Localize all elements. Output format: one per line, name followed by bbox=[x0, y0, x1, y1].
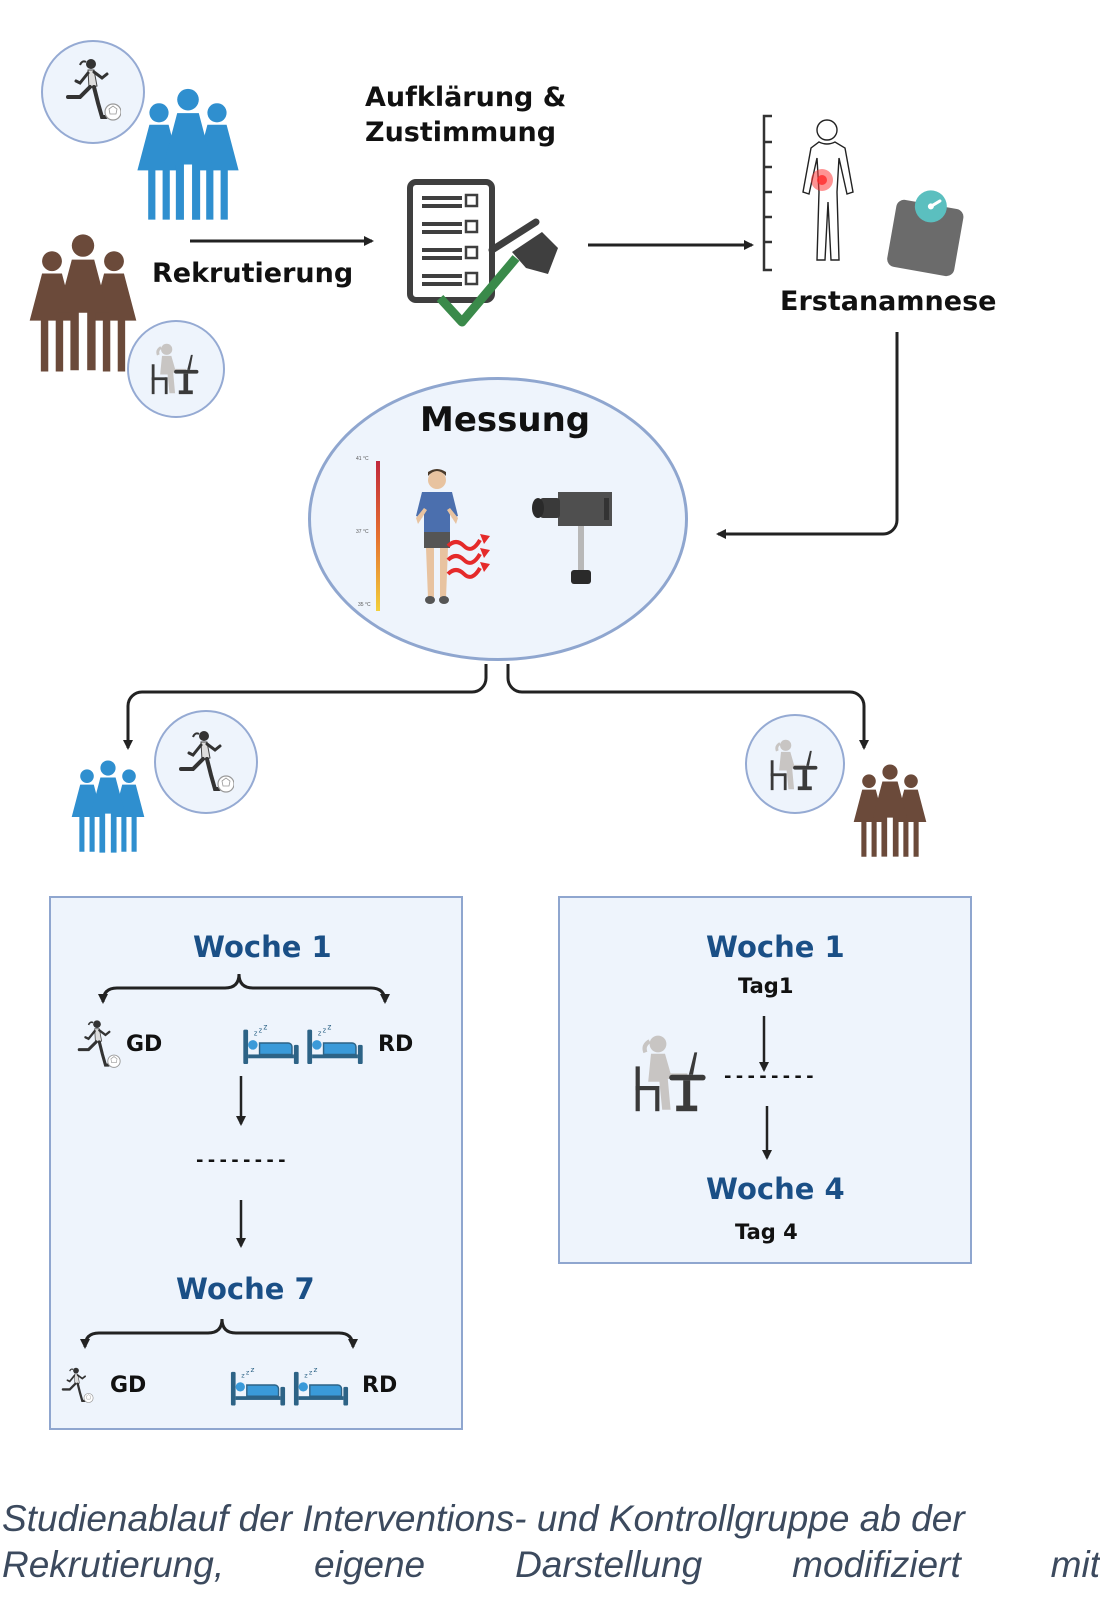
intervention-start-week: Woche 1 bbox=[193, 930, 332, 964]
consent-label-line1: Aufklärung & bbox=[365, 82, 567, 113]
control-ellipsis-dots: - - - - - - - - bbox=[724, 1066, 814, 1087]
temp-label-top: 41 °C bbox=[356, 456, 369, 462]
bed-sleep-icon bbox=[230, 1364, 286, 1406]
measurement-label: Messung bbox=[420, 400, 591, 440]
intervention-group-split-icon bbox=[70, 752, 150, 864]
temp-label-bottom: 35 °C bbox=[358, 602, 371, 608]
temp-label-mid: 37 °C bbox=[356, 529, 369, 535]
desk-worker-icon bbox=[767, 736, 823, 792]
consent-form-icon bbox=[407, 179, 558, 327]
temperature-scale-bar bbox=[376, 461, 380, 611]
anamnesis-label: Erstanamnese bbox=[780, 286, 997, 317]
caption-word: Rekrutierung, bbox=[2, 1544, 225, 1585]
consent-label: Aufklärung & Zustimmung bbox=[365, 80, 567, 150]
sport-badge bbox=[41, 40, 145, 144]
intervention-sport-badge bbox=[154, 710, 258, 814]
intervention-gd-label-week1: GD bbox=[126, 1032, 163, 1057]
runner-with-ball-icon bbox=[61, 56, 121, 126]
caption-word: modifiziert bbox=[792, 1544, 961, 1585]
intervention-group-icon bbox=[134, 80, 244, 232]
control-start-day: Tag1 bbox=[738, 974, 794, 998]
desk-worker-icon bbox=[148, 340, 204, 396]
arrow-anamnesis-to-measurement bbox=[716, 332, 899, 539]
control-flow-arrows bbox=[759, 1016, 772, 1160]
caption-line2: Rekrutierung, eigene Darstellung modifiz… bbox=[2, 1542, 1100, 1588]
gd-runner-icon bbox=[55, 1366, 97, 1406]
figure-caption: Studienablauf der Interventions- und Kon… bbox=[2, 1496, 1100, 1588]
recruitment-label: Rekrutierung bbox=[152, 258, 354, 289]
heat-waves-icon bbox=[446, 538, 482, 579]
person-thermography-icon bbox=[416, 469, 490, 604]
control-group-split-icon bbox=[852, 754, 932, 870]
gd-runner-icon bbox=[66, 1018, 128, 1072]
intervention-panel bbox=[49, 896, 463, 1430]
green-checkmark bbox=[436, 255, 520, 327]
measurement-ellipse bbox=[308, 377, 688, 661]
thermal-camera-icon bbox=[532, 492, 612, 584]
control-panel bbox=[558, 896, 972, 1264]
bed-sleep-icon bbox=[306, 1022, 364, 1064]
desk-worker-icon bbox=[630, 1030, 714, 1114]
control-group-icon bbox=[26, 224, 142, 384]
runner-with-ball-icon bbox=[174, 728, 234, 798]
desk-work-badge bbox=[127, 320, 225, 418]
intervention-rd-label-week1: RD bbox=[378, 1032, 414, 1057]
intervention-flow-arrows bbox=[80, 973, 390, 1349]
bed-sleep-icon bbox=[293, 1364, 349, 1406]
control-end-day: Tag 4 bbox=[735, 1220, 798, 1244]
intervention-end-week: Woche 7 bbox=[176, 1272, 315, 1306]
bed-sleep-icon bbox=[242, 1022, 300, 1064]
control-end-week: Woche 4 bbox=[706, 1172, 845, 1206]
arrow-measurement-to-intervention bbox=[123, 664, 488, 750]
control-desk-badge bbox=[745, 714, 845, 814]
caption-line1: Studienablauf der Interventions- und Kon… bbox=[2, 1498, 965, 1539]
intervention-gd-label-week7: GD bbox=[110, 1373, 147, 1398]
caption-word: mit bbox=[1050, 1544, 1100, 1585]
caption-word: Darstellung bbox=[515, 1544, 703, 1585]
intervention-ellipsis-dots: - - - - - - - - bbox=[196, 1150, 286, 1171]
consent-label-line2: Zustimmung bbox=[365, 117, 557, 148]
arrow-measurement-to-control bbox=[506, 664, 869, 750]
intervention-rd-label-week7: RD bbox=[362, 1373, 398, 1398]
control-start-week: Woche 1 bbox=[706, 930, 845, 964]
caption-word: eigene bbox=[314, 1544, 426, 1585]
weight-scale-icon bbox=[887, 190, 964, 277]
body-scale-icon bbox=[762, 114, 854, 272]
